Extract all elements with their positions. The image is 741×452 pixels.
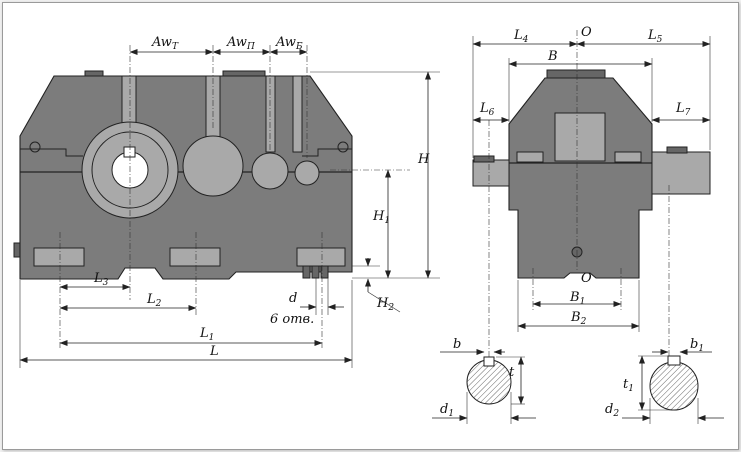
label-aw-b: AwБ: [275, 35, 303, 52]
side-inspection-cover: [554, 112, 606, 162]
label-d1: d1: [440, 402, 454, 419]
rib-3: [265, 75, 276, 153]
bolt-right-icon: [337, 141, 349, 153]
section-slow-shaft: b t d1: [432, 337, 536, 424]
label-l4: L4: [513, 28, 529, 45]
flange-step-left: [20, 148, 83, 157]
label-b2: B2: [570, 310, 587, 327]
label-b: B: [547, 49, 558, 64]
input-pinion: [294, 160, 320, 186]
label-aw-t: AwТ: [151, 35, 179, 52]
fast-wheel: [251, 152, 289, 190]
label-d2: d2: [605, 402, 619, 419]
label-h1: H1: [372, 209, 390, 226]
label-h: H: [417, 152, 430, 167]
label-b-key: b: [453, 337, 461, 352]
foot-window-3: [296, 247, 346, 267]
front-view: AwТ AwП AwБ H H1 H2 L L1 L2 L3 d 6 отв.: [13, 35, 440, 368]
label-l3: L3: [93, 271, 109, 288]
foot-window-1: [33, 247, 85, 267]
slow-keyway-icon: [483, 356, 495, 367]
label-t: t: [509, 365, 515, 380]
label-l: L: [209, 344, 219, 359]
mount-bolt-3: [320, 265, 329, 279]
label-l1: L1: [199, 326, 214, 343]
side-bearing-cap-left: [516, 151, 544, 163]
side-top-lug: [546, 69, 606, 79]
label-aw-p: AwП: [226, 35, 255, 52]
leader-h2: [367, 291, 401, 313]
label-l7: L7: [675, 101, 691, 118]
label-l5: L5: [647, 28, 663, 45]
fast-keyway-icon: [667, 355, 681, 366]
foot-window-2: [169, 247, 221, 267]
mount-bolt-1: [302, 265, 311, 279]
label-h2: H2: [376, 296, 394, 313]
label-o-top: O: [581, 25, 592, 40]
output-keyway-icon: [123, 146, 136, 158]
label-b1-key: b1: [690, 337, 704, 354]
intermediate-wheel: [182, 135, 244, 197]
label-l6: L6: [479, 101, 495, 118]
slow-shaft-key: [473, 155, 495, 163]
slow-shaft-section: [466, 359, 512, 405]
bolt-left-icon: [29, 141, 41, 153]
rib-4: [292, 75, 303, 153]
label-t1: t1: [623, 377, 634, 394]
side-view: O O L4 L5 B L6 L7 B1 B2: [472, 25, 711, 358]
flange-step-right: [302, 148, 352, 157]
label-l2: L2: [146, 292, 162, 309]
mount-bolt-2: [311, 265, 320, 279]
fast-shaft-key: [666, 146, 688, 154]
label-holes: 6 отв.: [270, 312, 314, 327]
label-b1: B1: [569, 290, 585, 307]
label-o-bottom: O: [581, 271, 592, 286]
fast-shaft: [651, 151, 711, 195]
top-lug-left: [84, 70, 104, 77]
top-lug-middle: [222, 70, 266, 77]
fast-shaft-section: [649, 361, 699, 411]
section-fast-shaft: b1 t1 d2: [605, 337, 724, 424]
side-bearing-cap-right: [614, 151, 642, 163]
label-d: d: [289, 291, 297, 306]
slow-shaft: [472, 159, 510, 187]
